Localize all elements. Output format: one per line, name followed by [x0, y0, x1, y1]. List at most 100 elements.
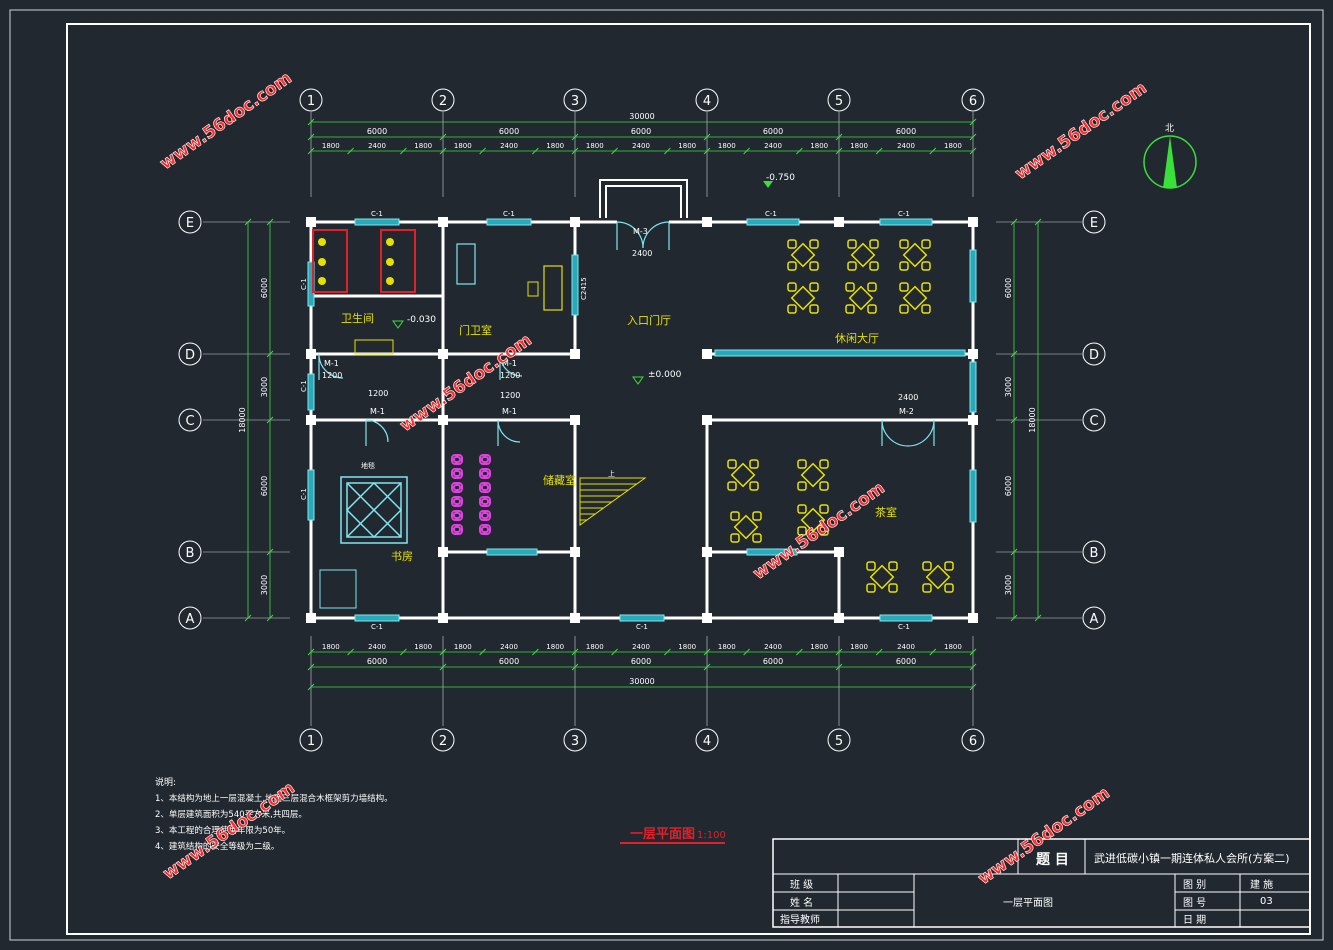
door-width: 1200 [500, 371, 520, 380]
axis-label: B [186, 546, 195, 561]
axis-label: 6 [969, 734, 977, 749]
column [306, 217, 316, 227]
dimension-label: 3000 [1004, 377, 1013, 397]
axis-bubble [299, 88, 323, 112]
title-number-label: 图 号 [1183, 897, 1206, 909]
title-name-label: 姓 名 [790, 896, 813, 909]
door-label: M-3 [633, 227, 648, 236]
axis-label: B [1090, 546, 1099, 561]
dimension-label: 2400 [368, 142, 386, 150]
axis-label: 5 [835, 94, 843, 109]
elevation-marker-icon [763, 181, 773, 188]
room-lobby: 入口门厅 [627, 313, 671, 327]
axis-label: C [185, 414, 194, 429]
column [834, 217, 844, 227]
axis-label: D [185, 348, 195, 363]
dimension-label: 1800 [586, 142, 604, 150]
axis-bubble [827, 88, 851, 112]
axis-label: A [186, 612, 195, 627]
column [968, 415, 978, 425]
window-label: C-1 [898, 210, 910, 218]
axis-label: 2 [439, 734, 447, 749]
column [702, 547, 712, 557]
column [834, 613, 844, 623]
dimension-label: 3000 [1004, 575, 1013, 595]
dimension-label: 1800 [718, 142, 736, 150]
stacked-chairs [451, 454, 491, 535]
dimension-label: 6000 [631, 657, 651, 666]
axis-label: 1 [307, 94, 315, 109]
dimension-label: 1800 [944, 643, 962, 651]
column [438, 349, 448, 359]
axis-bubble [431, 728, 455, 752]
door-label: M-1 [324, 359, 339, 368]
note-line: 2、单层建筑面积为540平方米,共四层。 [155, 809, 307, 820]
door-label: M-1 [502, 359, 517, 368]
axis-label: E [1090, 216, 1098, 231]
axis-bubble [1082, 606, 1106, 630]
axis-bubble [431, 88, 455, 112]
study-carpet [319, 476, 408, 609]
axis-bubble [961, 88, 985, 112]
column [968, 349, 978, 359]
note-line: 1、本结构为地上一层混凝土,地面三层混合木框架剪力墙结构。 [155, 793, 393, 804]
door-label: M-2 [899, 407, 914, 416]
axis-bubble [299, 728, 323, 752]
dimension-label: 2400 [897, 142, 915, 150]
dimension-label: 1800 [810, 142, 828, 150]
structural-columns [306, 217, 978, 623]
window-label: C-1 [300, 488, 308, 500]
elevation-lobby: ±0.000 [648, 370, 682, 380]
watermark: www.56doc.com [749, 478, 888, 584]
axis-label: 1 [307, 734, 315, 749]
column [438, 613, 448, 623]
title-category: 建 施 [1250, 878, 1273, 891]
axis-label: 2 [439, 94, 447, 109]
axis-bubble [178, 540, 202, 564]
door-width: 2400 [632, 249, 652, 258]
room-tea: 茶室 [875, 505, 897, 519]
door-label: M-1 [370, 407, 385, 416]
room-lounge: 休闲大厅 [835, 331, 879, 345]
outer-frame [9, 9, 1324, 941]
inner-frame [66, 23, 1311, 935]
column [968, 217, 978, 227]
dimension-label: 1800 [414, 643, 432, 651]
column [306, 613, 316, 623]
column [306, 349, 316, 359]
column [438, 547, 448, 557]
elevation-outside: -0.750 [766, 173, 795, 183]
dimension-label: 1800 [678, 643, 696, 651]
dimension-label: 1800 [454, 142, 472, 150]
axis-bubble [178, 606, 202, 630]
dimension-label: 6000 [367, 657, 387, 666]
elevation-marker-icon [632, 376, 644, 385]
door-width: 1200 [500, 391, 520, 400]
watermark: www.56doc.com [974, 783, 1113, 889]
dimension-label: 2400 [897, 643, 915, 651]
entrance-porch [599, 179, 688, 224]
column [702, 217, 712, 227]
axis-bubble [178, 408, 202, 432]
axis-label: C [1089, 414, 1098, 429]
dimension-label: 6000 [499, 657, 519, 666]
title-subject: 武进低碳小镇一期连体私人会所(方案二) [1094, 851, 1290, 865]
toilet-fixtures [312, 229, 416, 355]
axis-label: 3 [571, 734, 579, 749]
dimension-label: 6000 [631, 127, 651, 136]
axis-bubble [827, 728, 851, 752]
column [570, 349, 580, 359]
axis-bubble [695, 88, 719, 112]
north-arrow-icon [1143, 135, 1197, 189]
dimension-label: 1800 [454, 643, 472, 651]
door-label: M-1 [502, 407, 517, 416]
dimension-label: 6000 [1004, 278, 1013, 298]
door-width: 2400 [898, 393, 918, 402]
column [702, 415, 712, 425]
dimension-label: 1800 [850, 643, 868, 651]
title-class-label: 班 级 [790, 879, 813, 891]
axis-label: 5 [835, 734, 843, 749]
window-label: C-1 [371, 623, 383, 631]
